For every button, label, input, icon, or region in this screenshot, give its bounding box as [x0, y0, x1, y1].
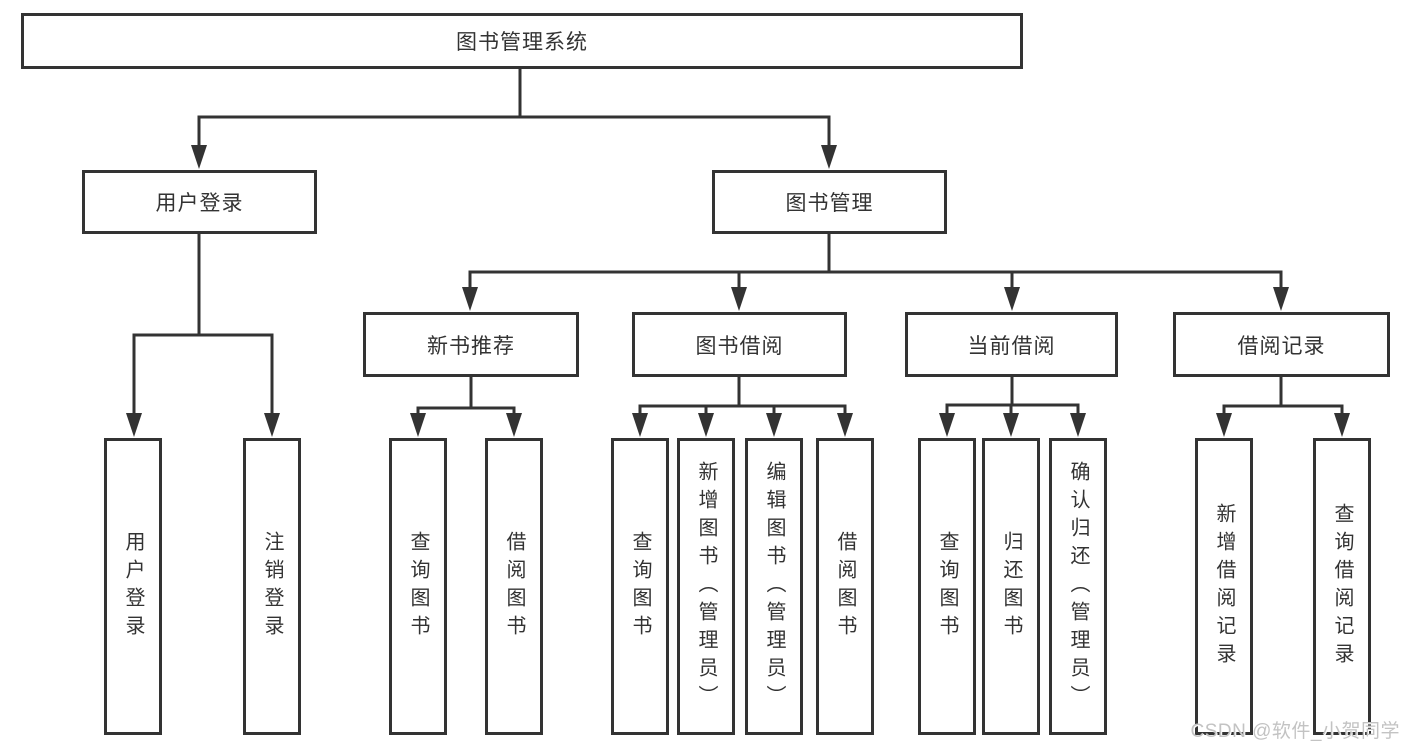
leaf-borrowing-query-book: 查询图书	[611, 438, 669, 735]
leaf-label: 查询图书	[407, 530, 429, 643]
leaf-current-confirm-return-admin: 确认归还（管理员）	[1049, 438, 1107, 735]
leaf-label: 归还图书	[1000, 530, 1022, 643]
connector-paths	[132, 67, 1344, 420]
csdn-watermark: CSDN @软件_小贺同学	[1190, 721, 1400, 742]
leaf-label: 借阅图书	[834, 530, 856, 643]
leaf-label: 新增借阅记录	[1213, 502, 1235, 671]
leaf-borrowing-borrow-book: 借阅图书	[816, 438, 874, 735]
arrowhead	[1273, 287, 1289, 311]
arrowhead	[191, 145, 207, 169]
leaf-current-return-book: 归还图书	[982, 438, 1040, 735]
arrowhead	[264, 413, 280, 437]
node-book-management: 图书管理	[712, 170, 947, 234]
connector-current-to-leaves	[945, 375, 1080, 420]
arrowhead	[1004, 287, 1020, 311]
arrowhead	[1003, 413, 1019, 437]
arrowhead	[506, 413, 522, 437]
leaf-label: 编辑图书（管理员）	[763, 460, 785, 713]
connector-borrowing-to-leaves	[638, 375, 847, 420]
leaf-borrowing-add-book-admin: 新增图书（管理员）	[677, 438, 735, 735]
leaf-current-query-book: 查询图书	[918, 438, 976, 735]
node-root-system: 图书管理系统	[21, 13, 1023, 69]
leaf-label: 新增图书（管理员）	[695, 460, 717, 713]
leaf-borrowing-edit-book-admin: 编辑图书（管理员）	[745, 438, 803, 735]
connector-book-mgmt-to-groups	[468, 232, 1283, 294]
leaf-label: 借阅图书	[503, 530, 525, 643]
arrowhead	[766, 413, 782, 437]
arrowhead	[698, 413, 714, 437]
leaf-records-add-record: 新增借阅记录	[1195, 438, 1253, 735]
leaf-label: 查询图书	[629, 530, 651, 643]
arrowhead	[1070, 413, 1086, 437]
connector-root-to-level2	[197, 67, 831, 152]
arrowhead	[1334, 413, 1350, 437]
connector-user-login-to-leaves	[132, 232, 274, 420]
arrowhead	[939, 413, 955, 437]
connector-recommend-to-leaves	[416, 375, 516, 420]
arrowhead	[632, 413, 648, 437]
leaf-user-login: 用户登录	[104, 438, 162, 735]
leaf-label: 注销登录	[261, 530, 283, 643]
leaf-recommend-borrow-book: 借阅图书	[485, 438, 543, 735]
node-borrowing-records: 借阅记录	[1173, 312, 1390, 377]
arrowheads	[126, 145, 1350, 437]
leaf-records-query-record: 查询借阅记录	[1313, 438, 1371, 735]
leaf-label: 查询图书	[936, 530, 958, 643]
leaf-logout: 注销登录	[243, 438, 301, 735]
leaf-label: 确认归还（管理员）	[1067, 460, 1089, 713]
arrowhead	[821, 145, 837, 169]
node-book-borrowing: 图书借阅	[632, 312, 847, 377]
connector-records-to-leaves	[1222, 375, 1344, 420]
leaf-label: 用户登录	[122, 530, 144, 643]
node-current-borrowing: 当前借阅	[905, 312, 1118, 377]
leaf-recommend-query-book: 查询图书	[389, 438, 447, 735]
arrowhead	[410, 413, 426, 437]
leaf-label: 查询借阅记录	[1331, 502, 1353, 671]
arrowhead	[1216, 413, 1232, 437]
arrowhead	[731, 287, 747, 311]
arrowhead	[462, 287, 478, 311]
arrowhead	[126, 413, 142, 437]
node-user-login: 用户登录	[82, 170, 317, 234]
node-new-book-recommend: 新书推荐	[363, 312, 579, 377]
arrowhead	[837, 413, 853, 437]
